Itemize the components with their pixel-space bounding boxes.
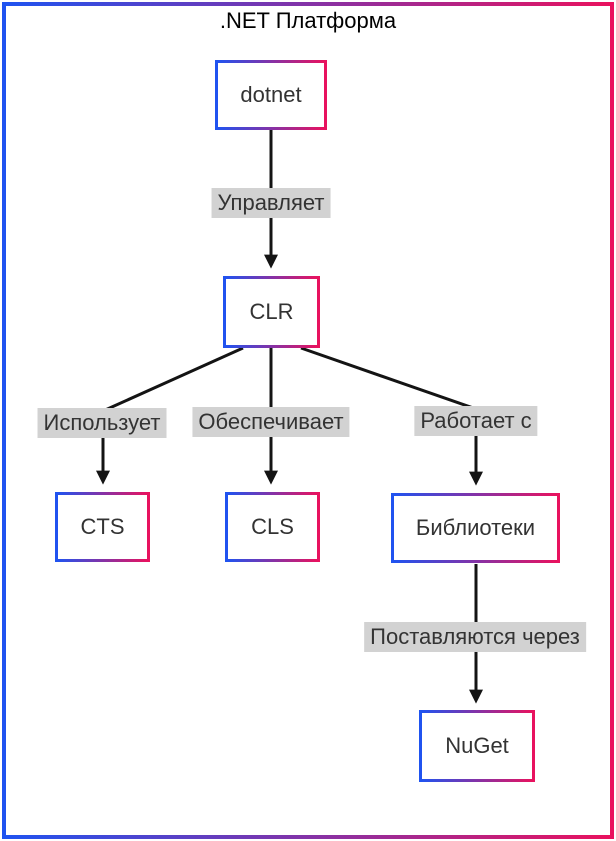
edge-label-libraries-nuget: Поставляются через: [364, 622, 586, 652]
node-clr: CLR: [223, 276, 320, 348]
node-dotnet: dotnet: [215, 60, 327, 130]
edge-label-clr-cts: Использует: [37, 408, 167, 438]
edge-label-clr-cls: Обеспечивает: [192, 407, 350, 437]
node-libraries: Библиотеки: [391, 493, 560, 563]
diagram-title: .NET Платформа: [219, 8, 397, 33]
edge-label-dotnet-clr: Управляет: [211, 188, 331, 218]
edge-label-clr-libraries: Работает с: [414, 406, 538, 436]
node-cts: CTS: [55, 492, 150, 562]
node-cls: CLS: [225, 492, 320, 562]
node-nuget: NuGet: [419, 710, 535, 782]
